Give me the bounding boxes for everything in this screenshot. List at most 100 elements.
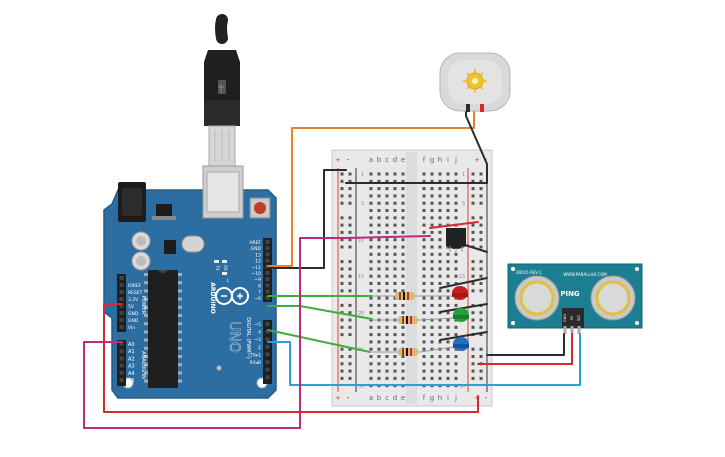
wire-black-tmp[interactable] [461, 243, 488, 253]
column-label: e [401, 394, 405, 402]
analog-pin-label: A0 [128, 342, 135, 348]
arduino-uno-board[interactable]: ARDUINO UNO DIGITAL (PWM~) ANALOG IN POW… [103, 165, 277, 399]
l-led-label: L [227, 278, 230, 283]
ping-pin-label: 5V [570, 315, 574, 320]
digital-pin-label: AREF [249, 240, 261, 246]
wire-blue-echo[interactable] [267, 333, 581, 386]
digital-pin-label: 12 [255, 259, 261, 265]
led-green[interactable] [419, 308, 469, 322]
analog-pin-label: A4 [128, 371, 135, 377]
digital-pin-label: ~3 [254, 337, 261, 343]
wire-red-tmp[interactable] [429, 221, 479, 229]
led-blue[interactable] [419, 337, 469, 353]
column-label: g [430, 394, 434, 402]
temperature-sensor[interactable] [446, 228, 466, 252]
row-number: 15 [459, 274, 465, 280]
column-label: j [454, 156, 457, 164]
wires [83, 111, 581, 429]
resistor-3[interactable] [372, 348, 420, 356]
column-label: b [377, 394, 382, 402]
row-number: 5 [462, 201, 465, 207]
usb-cable[interactable] [204, 14, 240, 167]
digital-pin-label: GND [251, 246, 262, 252]
row-number: 30 [358, 384, 364, 390]
power-pin-label: Vin [128, 325, 135, 331]
resistor-2[interactable] [372, 316, 420, 324]
digital-pin-label: 2 [258, 345, 261, 351]
wire-black-led3[interactable] [439, 331, 488, 341]
resistor-1[interactable] [372, 292, 420, 300]
rx-led-label: RX [223, 265, 228, 271]
column-label: i [447, 156, 449, 164]
column-label: e [401, 156, 405, 164]
tx-led-label: TX [215, 264, 220, 270]
column-label: g [430, 156, 434, 164]
row-number: 1 [361, 172, 364, 178]
digital-pin-label: ~11 [252, 265, 262, 271]
column-label: f [423, 156, 426, 164]
column-label: d [393, 394, 397, 402]
column-label: c [385, 156, 389, 164]
row-number: 10 [358, 238, 364, 244]
column-label: d [393, 156, 397, 164]
wire-black-led1[interactable] [439, 277, 488, 289]
wire-red-5v[interactable] [103, 303, 479, 413]
column-label: f [423, 394, 426, 402]
rail-minus-bottom-left: - [347, 394, 350, 402]
power-pin-label: 5V [128, 304, 135, 310]
digital-pin-label: RX◂0 [250, 360, 261, 366]
wire-black-led2[interactable] [439, 303, 488, 313]
column-label: a [369, 156, 373, 164]
ping-code-text: 28015 REV C [516, 270, 542, 275]
row-number: 5 [361, 201, 364, 207]
column-label: b [377, 156, 382, 164]
wire-black-sensor[interactable] [486, 333, 565, 356]
row-number: 30 [459, 384, 465, 390]
digital-pin-label: 7 [258, 290, 261, 296]
digital-pin-label: ~9 [254, 277, 261, 283]
rail-plus-top-right: + [474, 156, 480, 164]
analog-pin-label: A3 [128, 364, 135, 370]
row-number: 20 [358, 311, 364, 317]
ping-brand-text: WWW.PARALLAX.COM [563, 272, 607, 277]
column-label: i [447, 394, 449, 402]
digital-pin-label: ~10 [252, 271, 262, 277]
column-label: c [385, 394, 389, 402]
digital-pin-label: ~6 [254, 296, 261, 302]
digital-pwm-label: DIGITAL (PWM~) [245, 317, 251, 359]
row-number: 15 [358, 274, 364, 280]
power-pin-label: 3.3V [128, 297, 139, 303]
digital-pin-label: TX▸1 [249, 352, 261, 358]
dc-motor[interactable] [439, 52, 511, 112]
arduino-model-text: UNO [226, 321, 242, 353]
rail-plus-top-left: + [335, 156, 341, 164]
rail-minus-top-left: - [347, 156, 350, 164]
led-red[interactable] [420, 286, 468, 300]
wire-orange-motor[interactable] [267, 111, 475, 267]
wire-red-rail[interactable] [477, 333, 573, 365]
analog-pin-label: A5 [128, 378, 135, 384]
analog-pin-label: A2 [128, 356, 135, 362]
digital-pin-label: ~5 [254, 322, 261, 328]
column-label: h [438, 156, 442, 164]
row-number: 1 [462, 172, 465, 178]
ping-model-text: PING [560, 290, 580, 298]
analog-pin-label: A1 [128, 349, 135, 355]
digital-pin-label: 13 [255, 252, 261, 258]
arduino-brand-text: ARDUINO [209, 282, 216, 313]
wire-black-gnd[interactable] [267, 169, 347, 269]
wire-black-motor[interactable] [465, 111, 488, 184]
column-label: h [438, 394, 442, 402]
ping-pin-label: SIG [577, 315, 581, 321]
rail-minus-bottom-right: - [485, 394, 488, 402]
wire-green-pin6[interactable] [267, 329, 371, 353]
wire-magenta-a0[interactable] [83, 235, 431, 429]
digital-pin-label: 8 [258, 283, 261, 289]
analog-in-label: ANALOG IN [140, 351, 146, 379]
ping-pin-label: GND [563, 314, 567, 322]
rail-plus-bottom-left: + [335, 394, 341, 402]
column-label: a [369, 394, 373, 402]
